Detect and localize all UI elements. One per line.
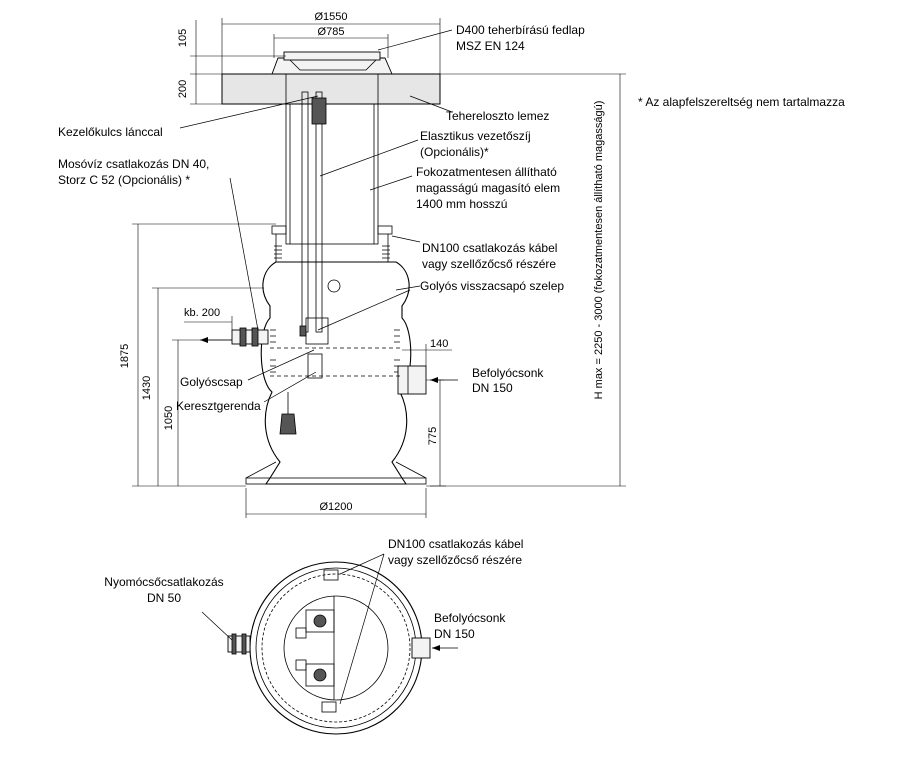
label-top-cable-1: DN100 csatlakozás kábel: [388, 537, 523, 551]
label-top-inlet-2: DN 150: [434, 627, 475, 641]
tank-body: [260, 261, 412, 485]
label-pressure-2: DN 50: [147, 591, 181, 605]
top-view: [201, 553, 458, 735]
dim-d785: Ø785: [318, 26, 345, 38]
label-ball-valve: Golyóscsap: [180, 375, 243, 389]
dim-d1550: Ø1550: [314, 11, 347, 23]
inlet-pipe: [397, 365, 427, 395]
label-inlet-2: DN 150: [472, 381, 513, 395]
label-cross-beam: Keresztgerenda: [176, 399, 261, 413]
label-riser-3: 1400 mm hosszú: [416, 197, 507, 211]
load-plate: [221, 73, 441, 105]
dim-d1200: Ø1200: [319, 501, 352, 513]
label-load-plate: Tehereloszto lemez: [446, 109, 549, 123]
base-flange: [245, 477, 427, 485]
label-wash-water-2: Storz C 52 (Opcionális) *: [58, 173, 190, 187]
cover-lid: [283, 51, 381, 61]
label-flex-rope-1: Elasztikus vezetőszíj: [420, 129, 531, 143]
label-ball-check: Golyós visszacsapó szelep: [420, 279, 564, 293]
label-wash-water-1: Mosóvíz csatlakozás DN 40,: [58, 157, 209, 171]
dim-h1875: 1875: [119, 344, 131, 368]
label-key-chain: Kezelőkulcs lánccal: [58, 125, 163, 139]
label-cover: D400 teherbírású fedlap: [456, 23, 585, 37]
dim-hmax: H max = 2250 - 3000 (fokozatmentesen áll…: [593, 101, 605, 400]
dim-h105: 105: [177, 29, 189, 47]
label-flex-rope-2: (Opcionális)*: [420, 145, 489, 159]
label-pressure-1: Nyomócsőcsatlakozás: [104, 575, 223, 589]
label-cable-2: vagy szellőzőcső részére: [422, 257, 556, 271]
label-top-inlet-1: Befolyócsonk: [434, 611, 506, 625]
label-inlet-1: Befolyócsonk: [472, 366, 544, 380]
riser-pipe: [285, 73, 379, 245]
dim-h1430: 1430: [141, 376, 153, 400]
label-top-cable-2: vagy szellőzőcső részére: [388, 553, 522, 567]
dim-w140: 140: [430, 338, 448, 350]
label-riser-1: Fokozatmentesen állítható: [416, 165, 557, 179]
side-view: Ø1550 Ø785 105 200 Ø1200 1875 1430 1050 …: [119, 11, 626, 518]
dim-h200: 200: [177, 80, 189, 98]
label-footnote: * Az alapfelszereltség nem tartalmazza: [638, 95, 845, 109]
label-cover-std: MSZ EN 124: [456, 39, 525, 53]
dim-kb200: kb. 200: [184, 307, 220, 319]
dim-h775: 775: [427, 427, 439, 445]
dim-h1050: 1050: [163, 406, 175, 430]
label-riser-2: magasságú magasító elem: [416, 181, 560, 195]
label-cable-1: DN100 csatlakozás kábel: [422, 241, 557, 255]
